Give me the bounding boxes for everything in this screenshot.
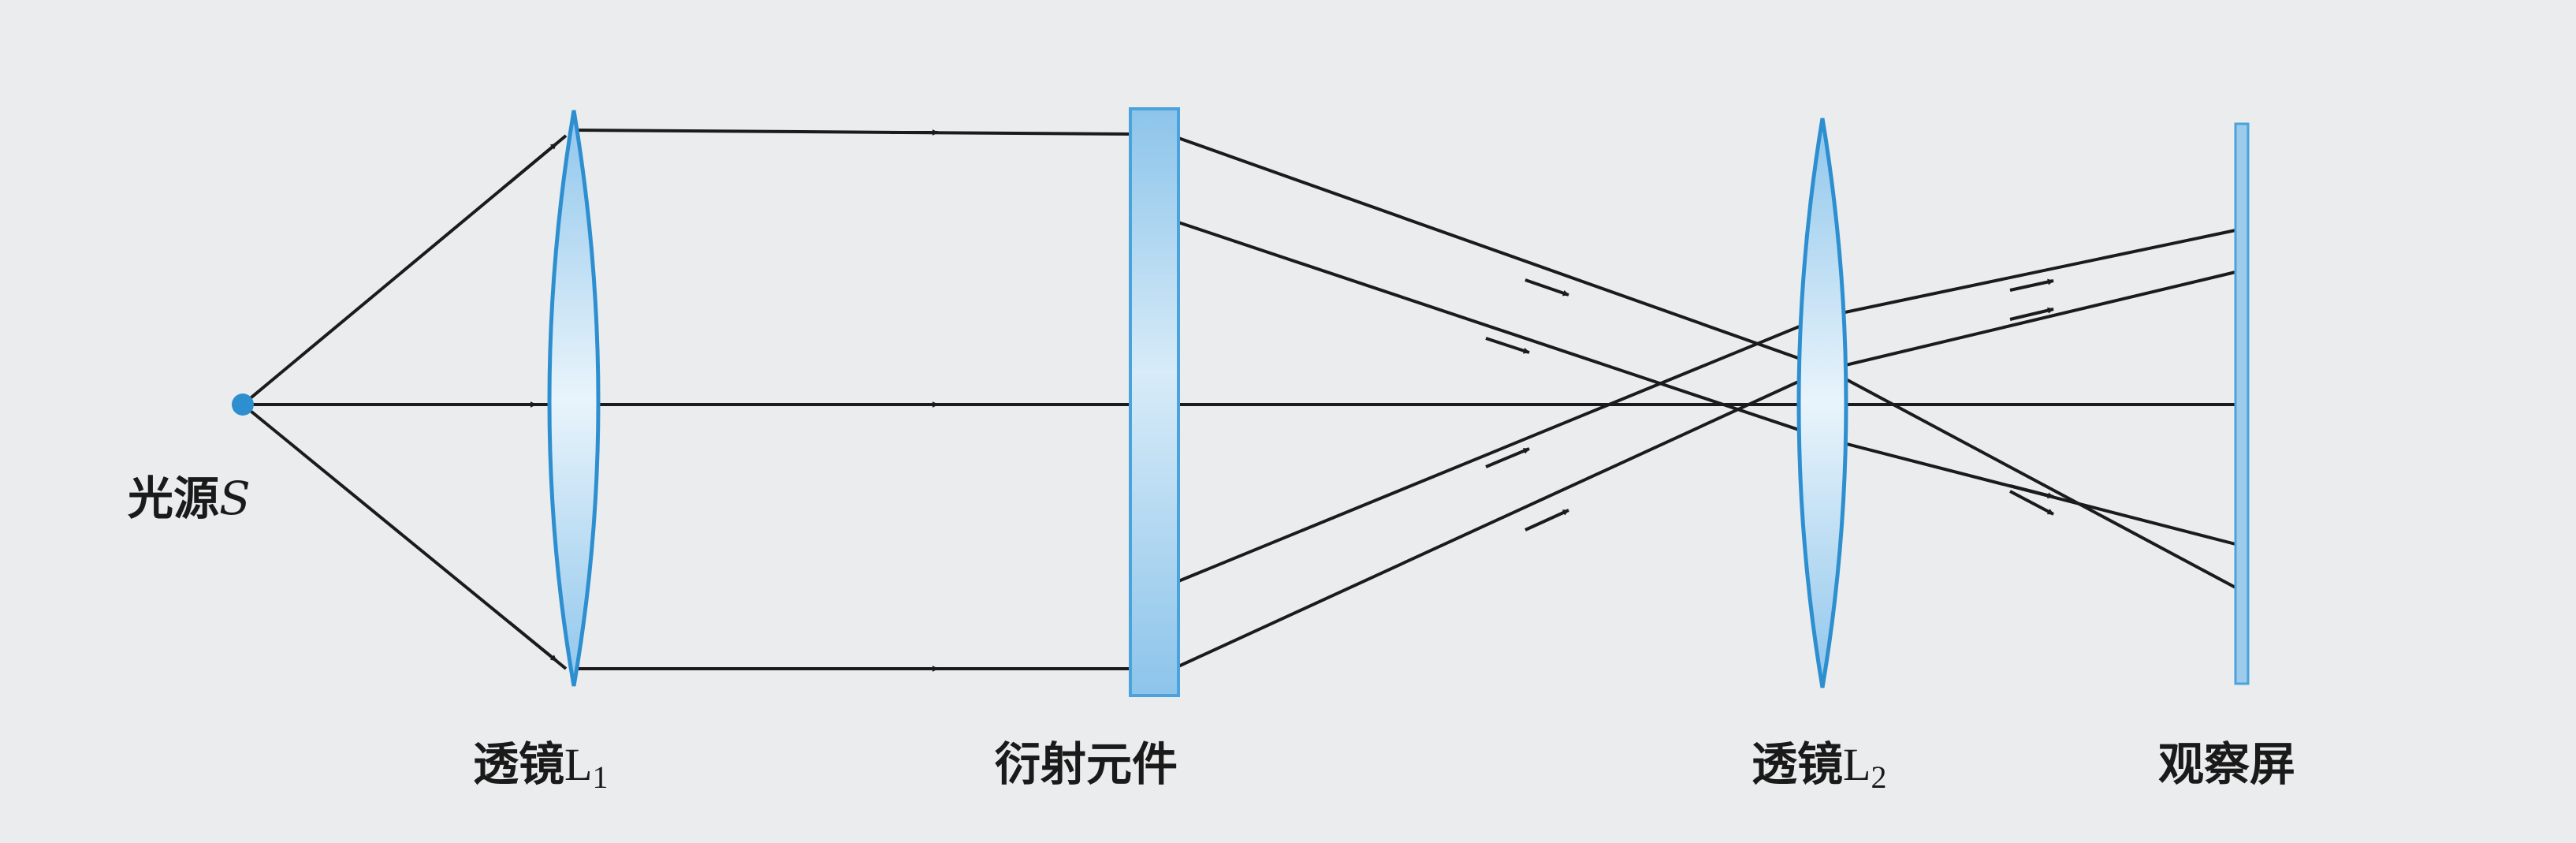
label-lens2-index: 2	[1871, 759, 1887, 795]
label-diffraction-element: 衍射元件	[995, 741, 1178, 787]
label-lens2-letter: L	[1843, 739, 1871, 790]
label-lens1-index: 1	[592, 759, 609, 795]
label-lens2-text: 透镜	[1751, 737, 1844, 791]
label-light-source: 光源S	[128, 476, 251, 521]
observation-screen	[2234, 122, 2250, 685]
arrow-source-lower	[508, 621, 558, 662]
rays-source-to-lens1	[241, 134, 574, 670]
arrow-diffracted-2b	[2009, 484, 2054, 499]
ray-diffracted-2	[1178, 221, 2236, 546]
rays-diffracted	[1178, 136, 2236, 668]
ray-collimated-upper	[573, 129, 1131, 136]
label-lens2: 透镜L2	[1751, 741, 1886, 793]
label-observation-screen-text: 观察屏	[2158, 737, 2296, 791]
label-lens1-text: 透镜	[473, 737, 565, 791]
lens1-shape	[547, 110, 601, 687]
arrow-diffracted-4b	[2009, 307, 2054, 321]
ray-diffracted-4	[1178, 270, 2236, 668]
arrow-diffracted-3	[1485, 447, 1530, 468]
arrow-diffracted-2	[1485, 337, 1530, 354]
label-observation-screen: 观察屏	[2158, 741, 2295, 787]
arrow-diffracted-4	[1524, 509, 1569, 532]
label-diffraction-element-text: 衍射元件	[995, 737, 1178, 791]
arrow-diffracted-1b	[2009, 490, 2054, 516]
label-lens1: 透镜L1	[473, 741, 608, 793]
ray-arrows	[489, 129, 2054, 672]
label-light-source-symbol: S	[219, 472, 251, 525]
arrow-source-upper	[508, 142, 558, 185]
lens2-shape	[1796, 117, 1848, 688]
rays-collimated	[573, 129, 1131, 670]
arrow-diffracted-3b	[2009, 278, 2054, 292]
light-source-dot	[232, 394, 254, 416]
label-light-source-text: 光源	[128, 472, 220, 525]
label-lens1-letter: L	[564, 739, 593, 790]
diffraction-plate	[1129, 107, 1180, 697]
arrow-diffracted-1	[1524, 278, 1569, 297]
